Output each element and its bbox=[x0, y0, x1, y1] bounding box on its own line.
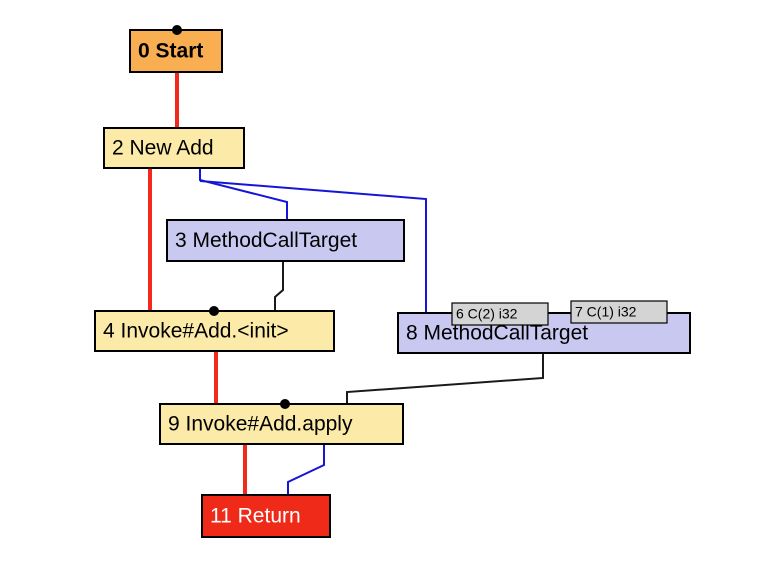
edge-2-to-8[interactable] bbox=[199, 180, 427, 313]
node-7-constant[interactable]: 7 C(1) i32 bbox=[570, 300, 668, 324]
node-box[interactable] bbox=[94, 310, 335, 352]
node-label: 11 Return bbox=[210, 505, 301, 528]
node-port-dot-icon bbox=[172, 25, 182, 35]
node-3-methodcalltarget[interactable]: 3 MethodCallTarget bbox=[166, 219, 405, 262]
node-2-operation[interactable]: 2 New Add bbox=[103, 127, 245, 169]
node-label: 4 Invoke#Add.<init> bbox=[103, 320, 289, 343]
node-port-dot-icon bbox=[280, 399, 290, 409]
edge-9-to-11[interactable] bbox=[287, 444, 325, 495]
node-label: 0 Start bbox=[138, 40, 203, 63]
edge-3-to-4[interactable] bbox=[274, 261, 284, 311]
node-label: 2 New Add bbox=[112, 137, 214, 160]
edge-8-to-9[interactable] bbox=[346, 353, 544, 404]
node-box[interactable] bbox=[201, 494, 331, 538]
node-port-dot-icon bbox=[209, 306, 219, 316]
edge-2-to-3[interactable] bbox=[199, 168, 288, 220]
node-label: 3 MethodCallTarget bbox=[175, 229, 357, 252]
node-0-start[interactable]: 0 Start bbox=[129, 25, 223, 73]
node-4-invoke[interactable]: 4 Invoke#Add.<init> bbox=[94, 306, 335, 352]
node-9-invoke[interactable]: 9 Invoke#Add.apply bbox=[159, 399, 404, 445]
node-box[interactable] bbox=[166, 219, 405, 262]
node-box[interactable] bbox=[103, 127, 245, 169]
nodes-layer: 0 Start 2 New Add 3 MethodCallTarget 4 Invo… bbox=[94, 25, 691, 538]
node-label: 9 Invoke#Add.apply bbox=[168, 413, 353, 436]
node-label: 8 MethodCallTarget bbox=[406, 322, 588, 345]
node-box[interactable] bbox=[451, 302, 549, 326]
node-box[interactable] bbox=[159, 403, 404, 445]
edges-layer bbox=[148, 72, 544, 495]
node-label: 7 C(1) i32 bbox=[575, 304, 637, 320]
node-6-constant[interactable]: 6 C(2) i32 bbox=[451, 302, 549, 326]
node-11-return[interactable]: 11 Return bbox=[201, 494, 331, 538]
node-box[interactable] bbox=[570, 300, 668, 324]
node-label: 6 C(2) i32 bbox=[456, 306, 518, 322]
